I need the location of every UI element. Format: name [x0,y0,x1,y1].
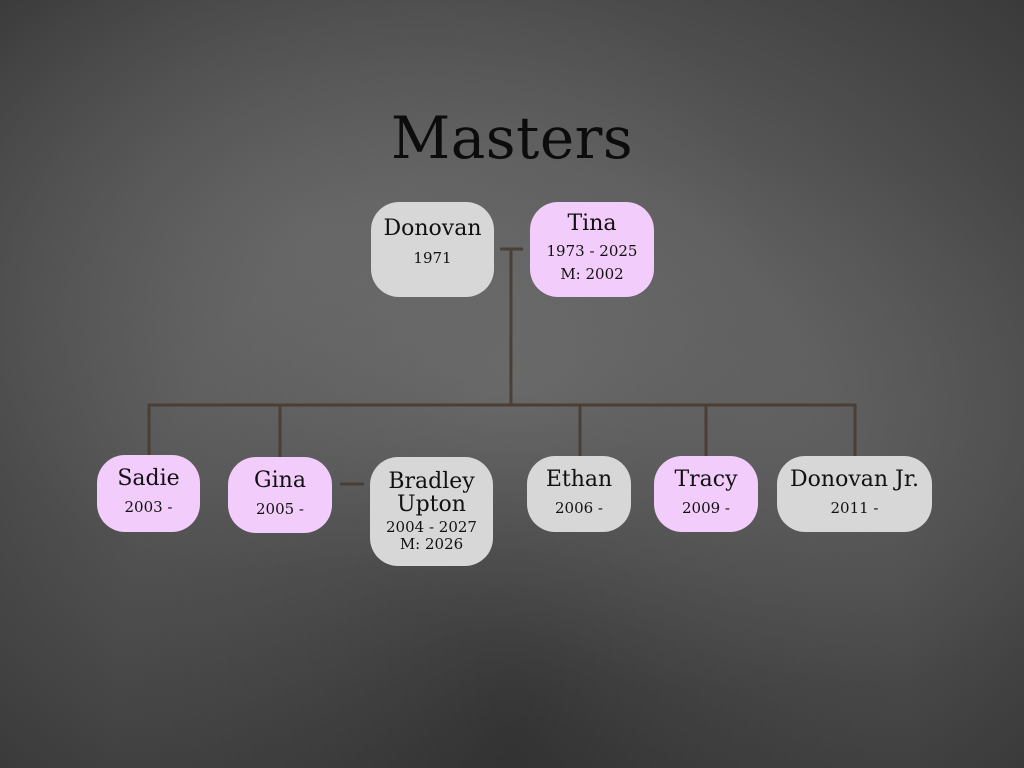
person-years: 2011 - [830,498,879,517]
person-name: Gina [254,467,306,493]
person-years: 2006 - [554,498,603,517]
person-name: Bradley Upton [388,469,475,517]
person-years: 1973 - 2025 [546,242,638,260]
person-name: Ethan [545,466,613,492]
person-name: Sadie [117,466,180,491]
person-node-tina[interactable]: Tina 1973 - 2025 M: 2002 [530,202,654,297]
person-years: 1971 [413,248,452,267]
person-name: Tracy [674,466,738,492]
person-name: Tina [567,211,617,236]
person-name: Donovan [383,215,482,241]
person-years: 2009 - [681,498,730,517]
person-node-tracy[interactable]: Tracy 2009 - [654,456,758,532]
person-name: Donovan Jr. [790,466,919,492]
person-node-gina[interactable]: Gina 2005 - [228,457,332,533]
person-node-sadie[interactable]: Sadie 2003 - [97,455,200,532]
marriage-year: M: 2026 [399,535,464,553]
person-years: 2004 - 2027 [386,518,477,536]
person-node-ethan[interactable]: Ethan 2006 - [527,456,631,532]
person-years: 2003 - [124,498,173,516]
person-node-bradley-upton[interactable]: Bradley Upton 2004 - 2027 M: 2026 [370,457,493,566]
person-node-donovan[interactable]: Donovan 1971 [371,202,494,297]
person-years: 2005 - [255,499,304,518]
family-title: Masters [390,104,634,172]
person-node-donovan-jr[interactable]: Donovan Jr. 2011 - [777,456,932,532]
marriage-year: M: 2002 [560,265,624,283]
